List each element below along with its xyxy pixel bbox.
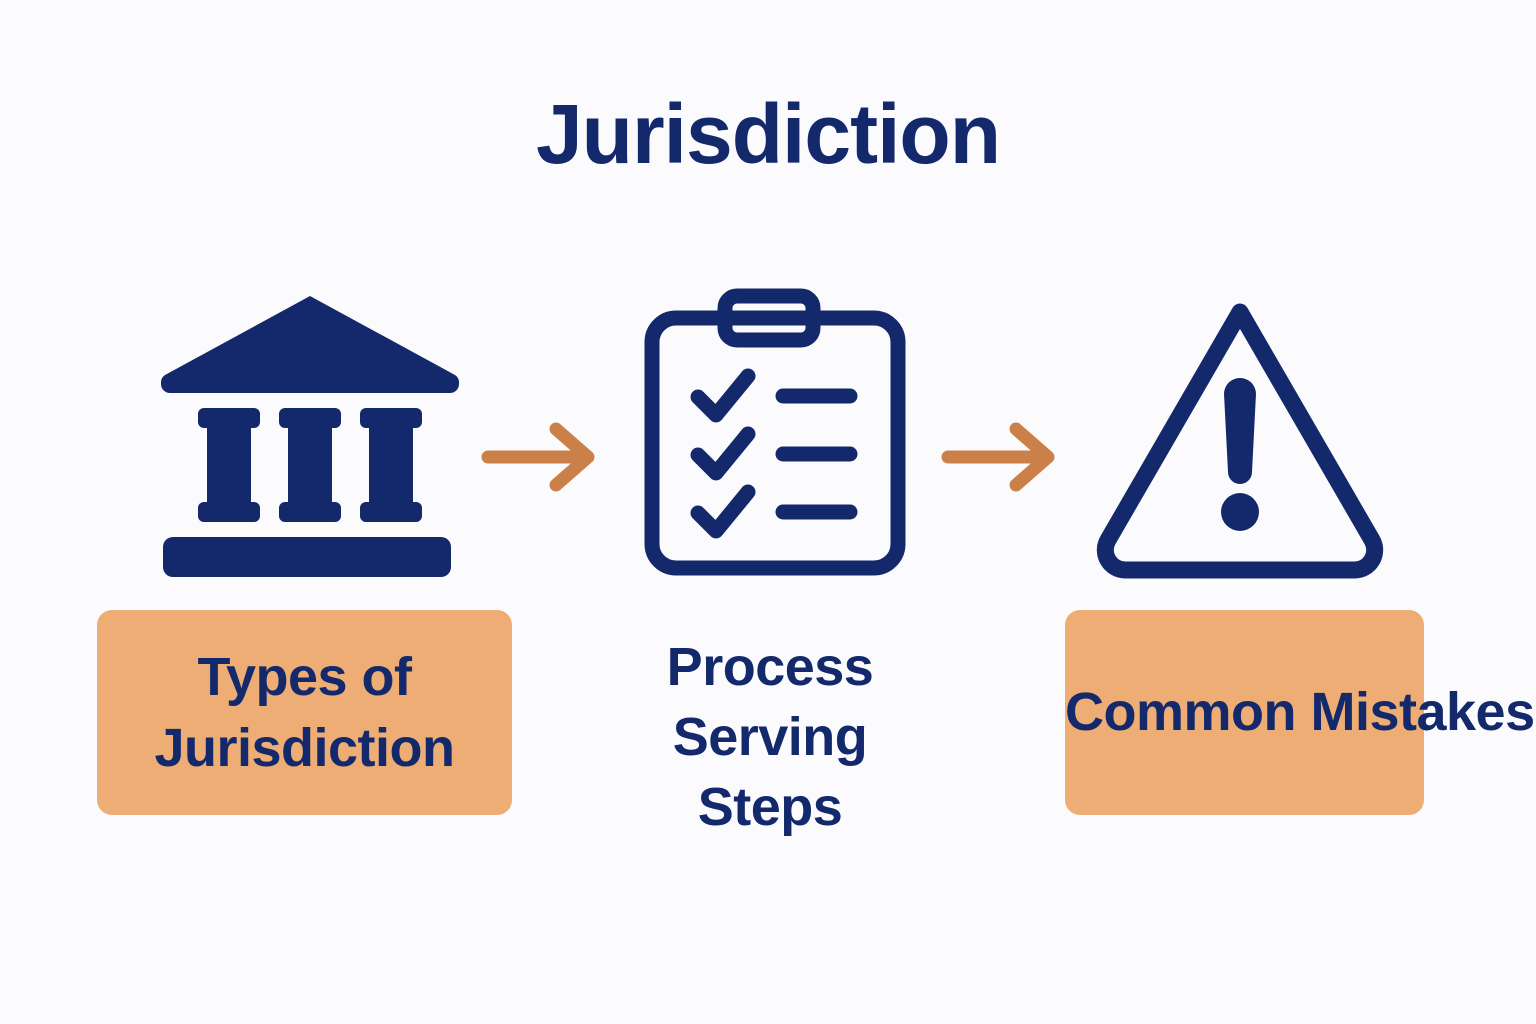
courthouse-icon [160, 290, 460, 580]
clipboard-checklist-icon [640, 288, 910, 580]
step-label-text: Process Serving Steps [666, 637, 874, 838]
step-label-text: Common Mistakes [1065, 682, 1535, 743]
step-label-common-mistakes: Common Mistakes [1065, 610, 1535, 815]
step-label-text: Types of Jurisdiction [154, 647, 455, 778]
arrow-right-icon [478, 415, 608, 495]
warning-triangle-icon [1090, 290, 1390, 580]
arrow-right-icon [938, 415, 1068, 495]
step-label-process-serving-steps: Process Serving Steps [600, 628, 940, 873]
page-title: Jurisdiction [535, 87, 1001, 181]
step-label-types-of-jurisdiction: Types of Jurisdiction [97, 610, 512, 815]
